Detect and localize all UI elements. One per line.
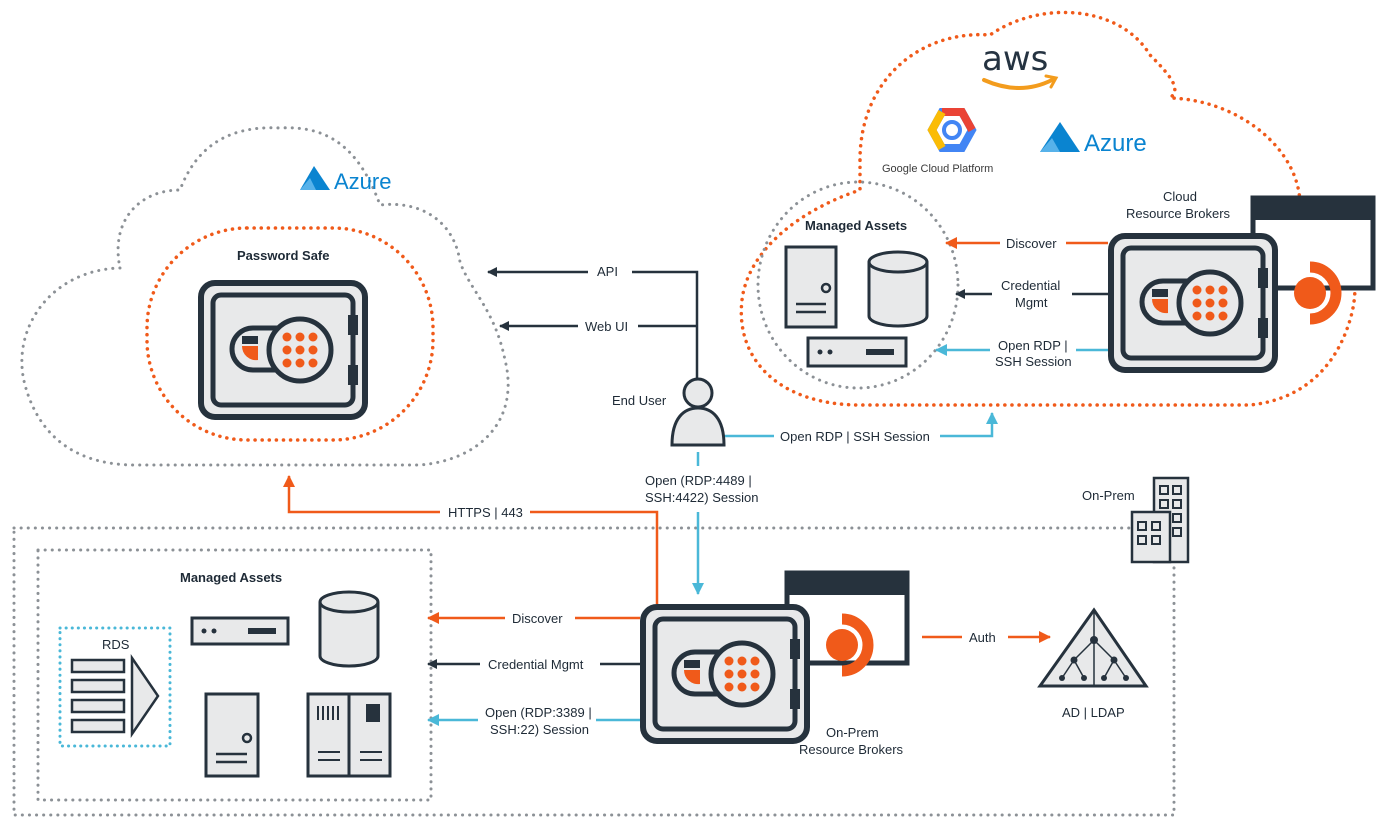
ad-ldap-label: AD | LDAP (1062, 705, 1125, 720)
auth-label: Auth (969, 630, 996, 645)
cloud-cred-label-2: Mgmt (1015, 295, 1048, 310)
onprem-cred-label: Credential Mgmt (488, 657, 584, 672)
cloud-appliance-icon (806, 336, 908, 368)
onprem-open-connector: Open (RDP:3389 | SSH:22) Session (427, 704, 640, 738)
cloud-discover-connector: Discover (945, 234, 1108, 252)
https-label: HTTPS | 443 (448, 505, 523, 520)
onprem-assets-boundary (36, 548, 433, 802)
aws-logo: aws (982, 39, 1059, 90)
right-azure-logo: Azure (1040, 122, 1147, 157)
password-safe-label: Password Safe (237, 248, 330, 263)
gcp-label: Google Cloud Platform (882, 163, 993, 175)
azure-label: Azure (1084, 130, 1147, 157)
rds-boundary (58, 626, 172, 748)
building-icon (1130, 476, 1190, 564)
user-open-onprem-label-2: SSH:4422) Session (645, 490, 758, 505)
password-safe-boundary (145, 226, 435, 442)
ad-ldap-pyramid-icon (1037, 607, 1149, 688)
cloud-server-tower-icon (784, 245, 838, 329)
onprem-discover-label: Discover (512, 611, 563, 626)
cloud-broker-safe-icon (1111, 236, 1275, 370)
end-user-icon (670, 377, 726, 447)
azure-label: Azure (334, 169, 391, 194)
onprem-broker-safe-icon (643, 607, 807, 741)
onprem-brokers-label-2: Resource Brokers (799, 742, 904, 757)
auth-connector: Auth (922, 628, 1051, 646)
cloud-open-label-2: SSH Session (995, 354, 1072, 369)
onprem-assets-label: Managed Assets (180, 570, 282, 585)
api-label: API (597, 264, 618, 279)
user-open-cloud-connector: Open RDP | SSH Session (725, 412, 998, 445)
aws-label: aws (982, 39, 1048, 79)
cloud-assets-boundary (756, 180, 960, 390)
onprem-database-icon (318, 590, 380, 668)
https-connector: HTTPS | 443 (283, 475, 659, 604)
rds-label: RDS (102, 637, 130, 652)
onprem-cred-connector: Credential Mgmt (427, 655, 640, 673)
cloud-assets-label: Managed Assets (805, 218, 907, 233)
onprem-appliance-icon (190, 616, 290, 646)
cloud-discover-label: Discover (1006, 236, 1057, 251)
onprem-open-label-1: Open (RDP:3389 | (485, 705, 592, 720)
web-ui-label: Web UI (585, 319, 628, 334)
user-open-onprem-label-1: Open (RDP:4489 | (645, 473, 752, 488)
left-azure-logo: Azure (300, 166, 391, 194)
api-connector: API (487, 262, 699, 378)
cloud-cred-label-1: Credential (1001, 278, 1060, 293)
cloud-database-icon (867, 250, 929, 328)
onprem-open-label-2: SSH:22) Session (490, 722, 589, 737)
cloud-open-connector: Open RDP | SSH Session (935, 336, 1108, 370)
cloud-cred-connector: Credential Mgmt (955, 276, 1108, 312)
web-ui-connector: Web UI (499, 317, 697, 335)
rds-stack-icon (70, 653, 160, 739)
end-user-label: End User (612, 393, 667, 408)
cloud-brokers-label-2: Resource Brokers (1126, 206, 1231, 221)
cloud-brokers-label-1: Cloud (1163, 189, 1197, 204)
user-open-cloud-label: Open RDP | SSH Session (780, 429, 930, 444)
gcp-hexagon-icon (927, 108, 977, 152)
onprem-discover-connector: Discover (427, 609, 640, 627)
onprem-server-tower-icon (204, 692, 260, 778)
password-safe-icon (201, 283, 365, 417)
user-open-onprem-connector: Open (RDP:4489 | SSH:4422) Session (645, 452, 758, 595)
aws-smile-icon (982, 78, 1054, 90)
onprem-brokers-label-1: On-Prem (826, 725, 879, 740)
gcp-logo: Google Cloud Platform (882, 108, 993, 175)
onprem-server-rack-icon (306, 692, 392, 778)
cloud-open-label-1: Open RDP | (998, 338, 1068, 353)
left-cloud-boundary (20, 126, 510, 467)
onprem-label: On-Prem (1082, 488, 1135, 503)
